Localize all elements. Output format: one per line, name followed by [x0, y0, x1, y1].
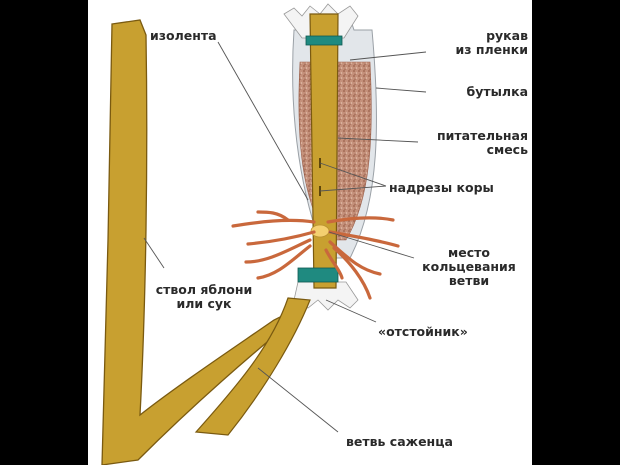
label-smes: питательная смесь [437, 128, 528, 157]
label-nadrezy: надрезы коры [389, 180, 494, 195]
seedling-branch [309, 13, 339, 289]
label-mesto: место кольцевания ветви [422, 245, 516, 288]
leader-lines [143, 41, 427, 433]
label-butylka: бутылка [466, 84, 529, 99]
label-izolenta: изолента [150, 28, 217, 43]
tape-band-top [305, 35, 343, 46]
tape-band-bottom [297, 267, 339, 283]
label-stvol: ствол яблони или сук [155, 282, 253, 311]
seedling-branch-lower [194, 297, 311, 436]
label-otstoinik: «отстойник» [378, 324, 468, 339]
grafting-diagram [101, 3, 427, 465]
apple-trunk [101, 19, 297, 465]
roots [231, 210, 400, 300]
diagram-canvas: изолента рукав из пленки бутылка питател… [88, 0, 532, 465]
label-rukav: рукав из пленки [455, 28, 528, 57]
label-vetv: ветвь саженца [346, 434, 453, 449]
